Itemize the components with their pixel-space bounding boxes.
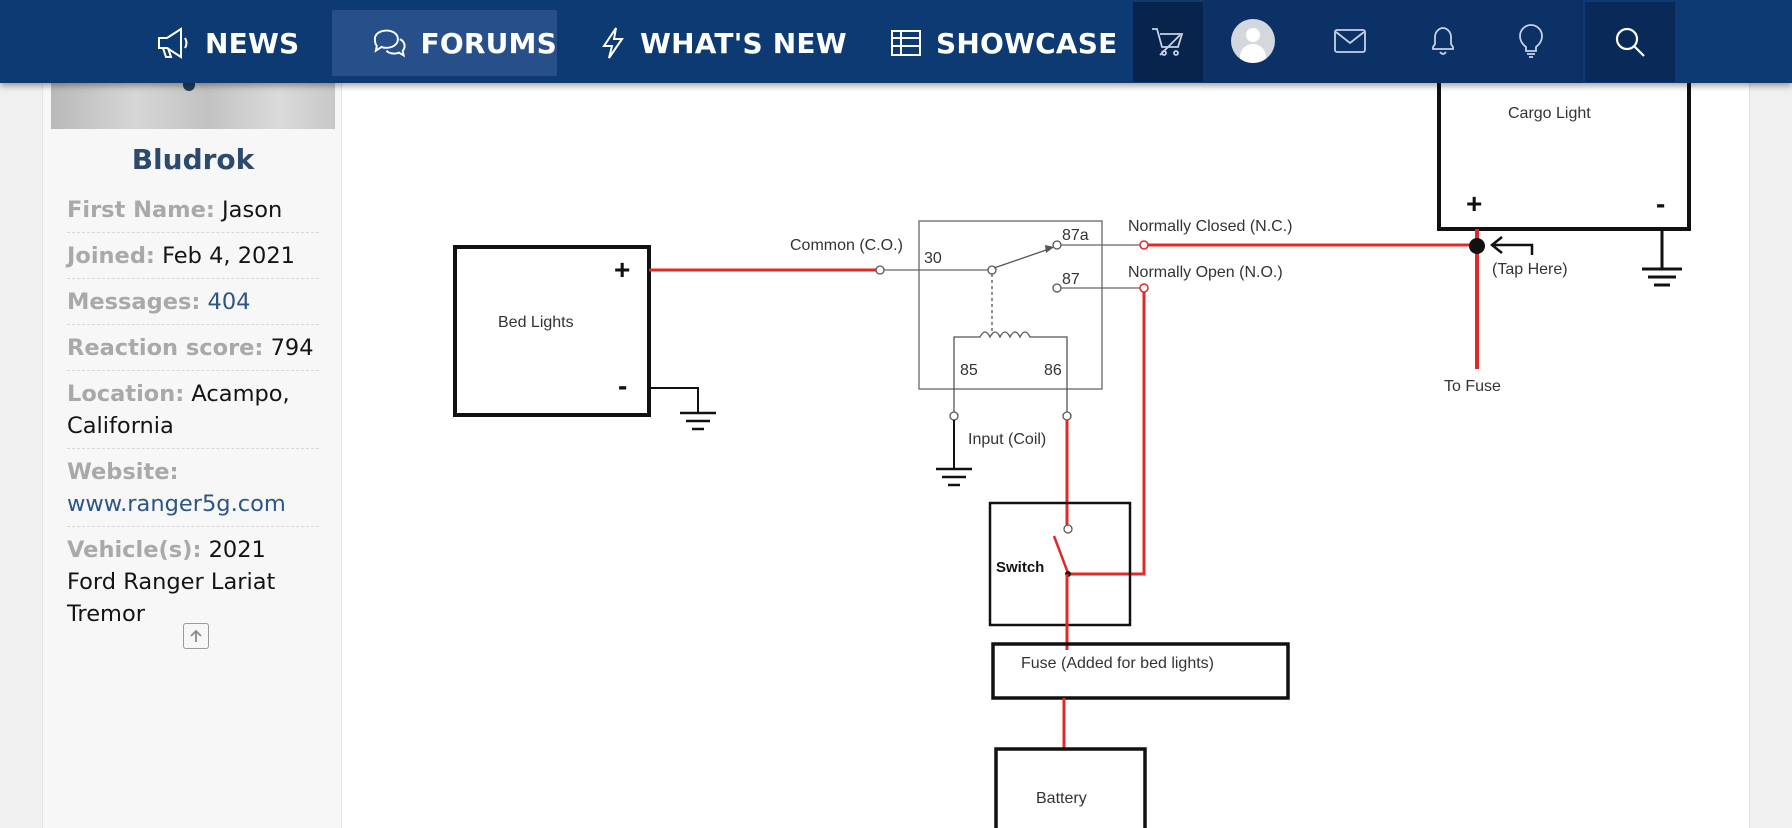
nav-showcase[interactable]: SHOWCASE xyxy=(890,10,1117,76)
user-avatar-image[interactable] xyxy=(51,83,335,129)
switch-lever xyxy=(1052,535,1070,574)
lightbulb-icon xyxy=(1519,24,1543,58)
field-label: Messages: xyxy=(67,289,201,315)
search-icon xyxy=(1615,27,1645,57)
location-value[interactable]: Acampo, California xyxy=(67,381,290,439)
relay-coil xyxy=(953,331,1068,378)
cargo-light-box xyxy=(1437,83,1691,231)
field-label: Reaction score: xyxy=(67,335,264,361)
fuse-label: Fuse (Added for bed lights) xyxy=(1021,655,1214,672)
pin-87a: 87a xyxy=(1062,227,1089,244)
nav-news-label: NEWS xyxy=(205,26,300,60)
bed-lights-plus: + xyxy=(614,254,630,285)
battery-label: Battery xyxy=(1036,790,1087,807)
label-input-coil: Input (Coil) xyxy=(968,431,1046,448)
label-to-fuse: To Fuse xyxy=(1444,378,1501,395)
alerts-button[interactable] xyxy=(1420,18,1466,64)
field-location: Location: Acampo, California xyxy=(67,378,319,449)
table-icon xyxy=(891,30,921,56)
label-tap-here: (Tap Here) xyxy=(1492,261,1568,278)
field-value: 794 xyxy=(270,335,314,361)
nav-whats-new-label: WHAT'S NEW xyxy=(640,26,847,60)
arrow-up-icon xyxy=(190,629,202,642)
tap-point xyxy=(1469,238,1485,254)
field-label: Location: xyxy=(67,381,185,407)
bed-lights-ground-wire xyxy=(649,387,699,413)
field-vehicles: Vehicle(s): 2021 Ford Ranger Lariat Trem… xyxy=(67,534,319,636)
bed-lights-box xyxy=(453,245,651,417)
label-normally-closed: Normally Closed (N.C.) xyxy=(1128,218,1292,235)
switch-box xyxy=(988,501,1132,627)
nav-forums[interactable]: FORUMS xyxy=(332,10,557,76)
ground-symbol xyxy=(680,411,716,431)
field-label: Vehicle(s): xyxy=(67,537,202,563)
user-avatar-button[interactable] xyxy=(1230,18,1276,64)
label-normally-open: Normally Open (N.O.) xyxy=(1128,264,1283,281)
lightning-icon xyxy=(602,27,624,59)
post-content: Bed Lights + - Common (C.O.) 30 87a 87 8… xyxy=(342,83,1750,828)
field-label: Website: xyxy=(67,459,179,485)
ground-symbol xyxy=(936,467,972,487)
search-button[interactable] xyxy=(1585,2,1675,82)
inbox-button[interactable] xyxy=(1327,18,1373,64)
cart-button[interactable] xyxy=(1133,2,1203,82)
wiring-diagram-image[interactable]: Bed Lights + - Common (C.O.) 30 87a 87 8… xyxy=(342,83,1750,828)
cargo-minus: - xyxy=(1656,188,1665,219)
field-reaction-score: Reaction score: 794 xyxy=(67,332,319,371)
nav-whats-new[interactable]: WHAT'S NEW xyxy=(600,10,847,76)
nav-forums-label: FORUMS xyxy=(420,26,557,60)
tap-arrow xyxy=(1489,236,1534,255)
cargo-plus: + xyxy=(1466,188,1482,219)
avatar xyxy=(1231,19,1275,63)
pin-87: 87 xyxy=(1062,271,1080,288)
cargo-light-label: Cargo Light xyxy=(1508,105,1591,122)
field-joined: Joined: Feb 4, 2021 xyxy=(67,240,319,279)
field-label: First Name: xyxy=(67,197,215,223)
top-navigation: NEWS FORUMS WHAT'S NEW SHOWCASE xyxy=(0,0,1792,83)
scroll-to-top-button[interactable] xyxy=(183,623,209,649)
megaphone-icon xyxy=(158,27,188,59)
message-user-sidebar: Bludrok First Name: Jason Joined: Feb 4,… xyxy=(42,83,342,828)
bell-icon xyxy=(1432,27,1454,55)
fuse-box xyxy=(991,642,1290,700)
relay-arm xyxy=(993,247,1053,269)
field-label: Joined: xyxy=(67,243,155,269)
field-website: Website: www.ranger5g.com xyxy=(67,456,319,527)
field-messages: Messages: 404 xyxy=(67,286,319,325)
username[interactable]: Bludrok xyxy=(131,143,255,176)
chat-icon xyxy=(373,29,406,58)
field-value: 2021 Ford Ranger Lariat Tremor xyxy=(67,537,276,627)
pin-85: 85 xyxy=(960,362,978,379)
mail-icon xyxy=(1334,29,1366,53)
pin-86: 86 xyxy=(1044,362,1062,379)
battery-box xyxy=(994,747,1147,828)
website-link[interactable]: www.ranger5g.com xyxy=(67,491,286,517)
messages-count-link[interactable]: 404 xyxy=(207,289,251,315)
switch-label: Switch xyxy=(996,559,1044,576)
whats-new-tips-button[interactable] xyxy=(1508,18,1554,64)
bed-lights-label: Bed Lights xyxy=(498,314,574,331)
relay-box xyxy=(918,220,1103,390)
nav-news[interactable]: NEWS xyxy=(155,10,299,76)
cart-icon xyxy=(1152,28,1184,56)
ground-symbol xyxy=(1642,267,1682,287)
field-value: Jason xyxy=(222,197,283,223)
field-value: Feb 4, 2021 xyxy=(162,243,295,269)
field-first-name: First Name: Jason xyxy=(67,194,319,233)
nav-showcase-label: SHOWCASE xyxy=(936,26,1118,60)
wire-no-to-switch xyxy=(1068,292,1146,576)
bed-lights-minus: - xyxy=(618,370,627,401)
pin-30: 30 xyxy=(924,250,942,267)
label-common: Common (C.O.) xyxy=(790,237,903,254)
